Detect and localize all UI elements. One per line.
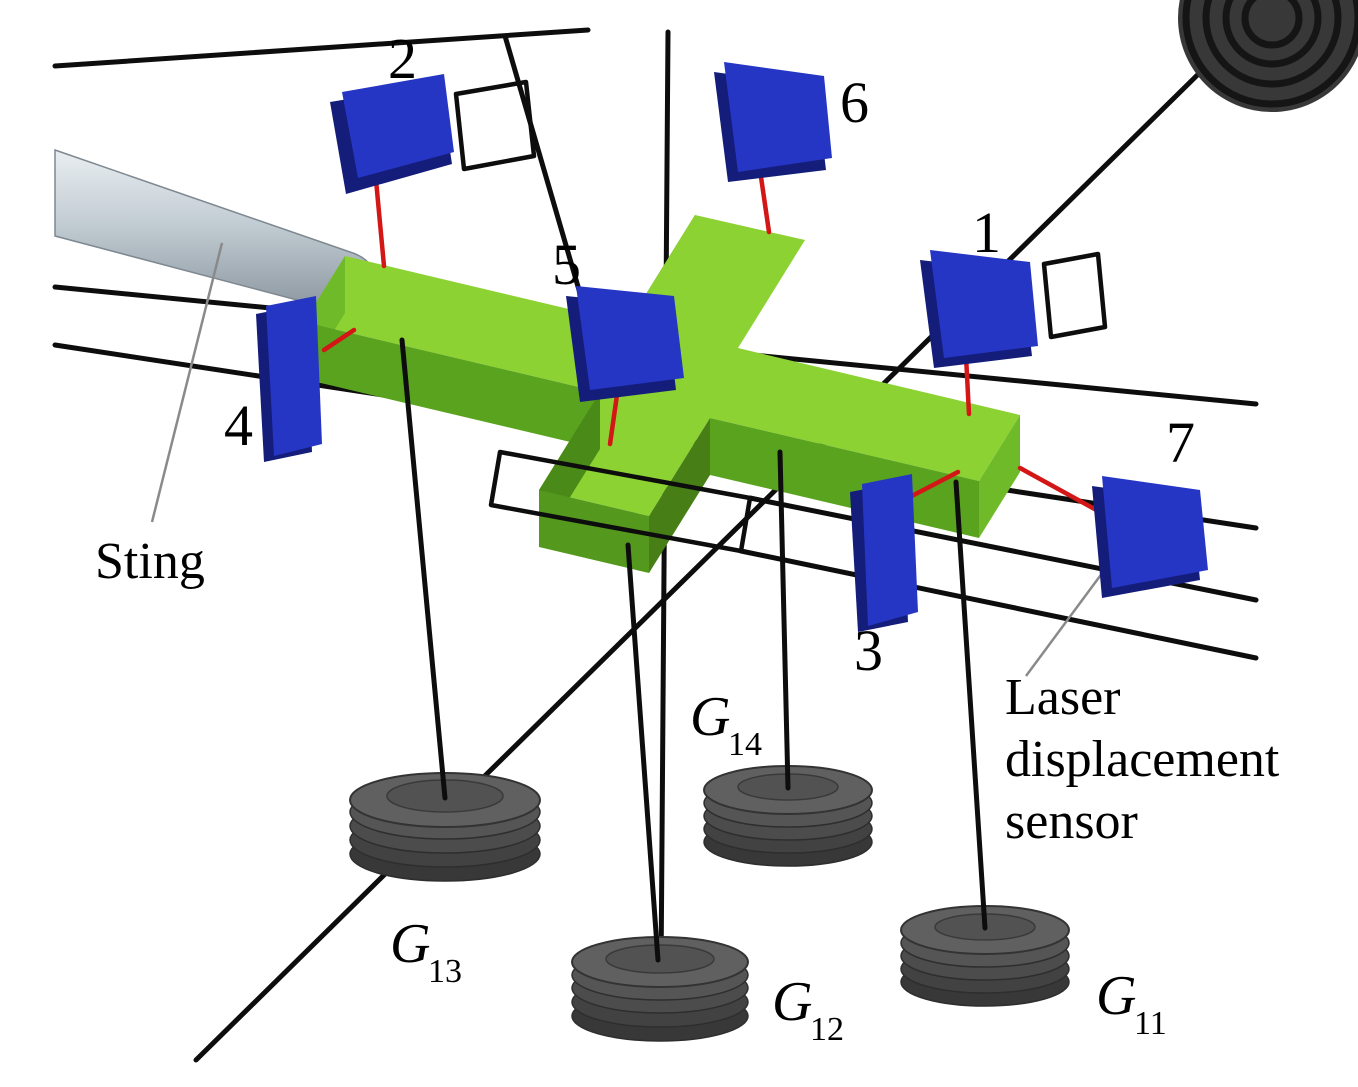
laser-beam-6 <box>757 167 772 235</box>
coil-ring <box>1241 0 1303 49</box>
sensor-3-front-face <box>862 474 918 626</box>
laser-label-line1: Laser <box>1005 669 1120 726</box>
sensor-2-label: 2 <box>388 26 417 91</box>
sensor-5-label: 5 <box>552 232 581 297</box>
g11-base: G <box>1096 965 1136 1027</box>
weight-g12-label: G 12 <box>772 971 844 1048</box>
sting-pointer-line <box>150 242 224 523</box>
sensor-4-box <box>256 296 322 462</box>
weight-g11-label: G 11 <box>1096 965 1167 1042</box>
block-front-face-left <box>304 322 600 449</box>
sensor-7-box <box>1092 476 1208 598</box>
sensor-4-front-face <box>266 296 322 456</box>
laser-beam-4 <box>321 327 357 353</box>
sensor-2-box <box>330 74 454 194</box>
laser-displacement-sensor-label: Laser displacement sensor <box>1005 669 1280 850</box>
sensor-7-front-face <box>1102 476 1208 588</box>
wire-to-g12 <box>625 542 661 963</box>
block-front-arm-right-face <box>649 418 710 573</box>
cable-coil-icon <box>1178 0 1358 112</box>
laser-beam-2 <box>373 177 387 269</box>
coil-ring <box>1202 0 1342 88</box>
sensor-5-box <box>566 286 684 402</box>
weight-hanging-wires <box>399 337 988 963</box>
laser-label-line2: displacement <box>1005 731 1280 788</box>
frame-wire-bottom-right-a <box>738 548 1259 661</box>
sensor-4-label: 4 <box>224 393 253 458</box>
sensor-1-label: 1 <box>972 200 1001 265</box>
wire-loop-left <box>453 79 537 172</box>
coil-ring <box>1222 0 1322 68</box>
wire-loops <box>453 79 1259 661</box>
laser-beam-3 <box>905 469 961 501</box>
coil-ring <box>1182 0 1358 108</box>
wire-to-g11 <box>953 479 988 931</box>
weight-g11 <box>900 905 1070 1007</box>
weight-g13-label: G 13 <box>390 913 462 990</box>
sensor-7-label: 7 <box>1166 410 1195 475</box>
sensor-1-front-face <box>930 250 1038 358</box>
sensor-6-label: 6 <box>840 70 869 135</box>
g12-subscript: 12 <box>810 1011 844 1048</box>
g11-subscript: 11 <box>1134 1005 1167 1042</box>
laser-label-line3: sensor <box>1005 793 1138 850</box>
g14-subscript: 14 <box>728 726 762 763</box>
sensor-1-box <box>920 250 1038 368</box>
sensor-2-front-face <box>342 74 454 178</box>
sensor-3-box <box>850 474 918 632</box>
laser-beam-7 <box>1017 465 1103 515</box>
frame-wire-top-left <box>52 27 591 69</box>
weight-g14-label: G 14 <box>690 686 762 763</box>
wire-loop-right <box>1041 251 1108 340</box>
wire-to-g13 <box>399 337 448 801</box>
g14-base: G <box>690 686 730 748</box>
frame-wire-long-diagonal <box>193 37 1236 1063</box>
laser-beam-1 <box>963 353 972 417</box>
weight-g12 <box>571 936 749 1042</box>
block-front-arm-front-face <box>539 490 649 573</box>
coil-body <box>1178 0 1358 112</box>
sensor-5-front-face <box>576 286 684 390</box>
sensor-6-front-face <box>724 62 832 172</box>
block-right-end-face <box>979 415 1020 538</box>
sensor-6-box <box>714 62 832 182</box>
wire-to-g14 <box>777 449 791 791</box>
sting-label: Sting <box>95 533 205 590</box>
g13-subscript: 13 <box>428 953 462 990</box>
sensor-3-label: 3 <box>854 618 883 683</box>
weight-g14 <box>703 765 873 867</box>
g12-base: G <box>772 971 812 1033</box>
g13-base: G <box>390 913 430 975</box>
weight-g13 <box>349 772 541 882</box>
